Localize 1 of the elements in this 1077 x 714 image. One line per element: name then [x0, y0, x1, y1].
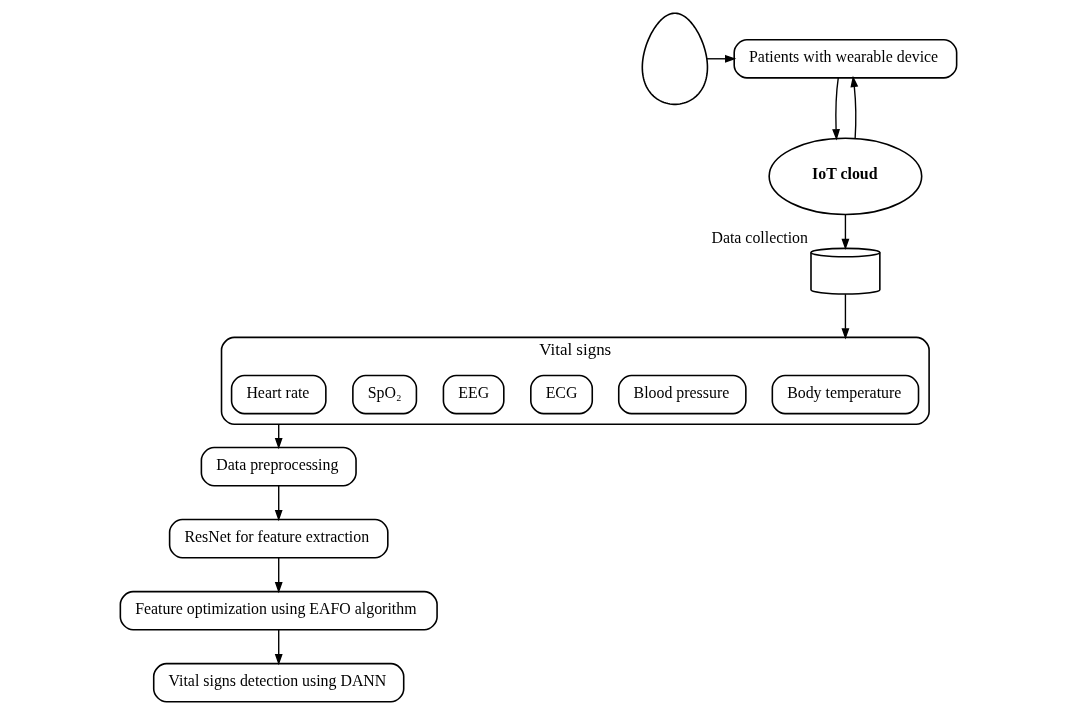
node-label: Data collection: [711, 228, 808, 246]
